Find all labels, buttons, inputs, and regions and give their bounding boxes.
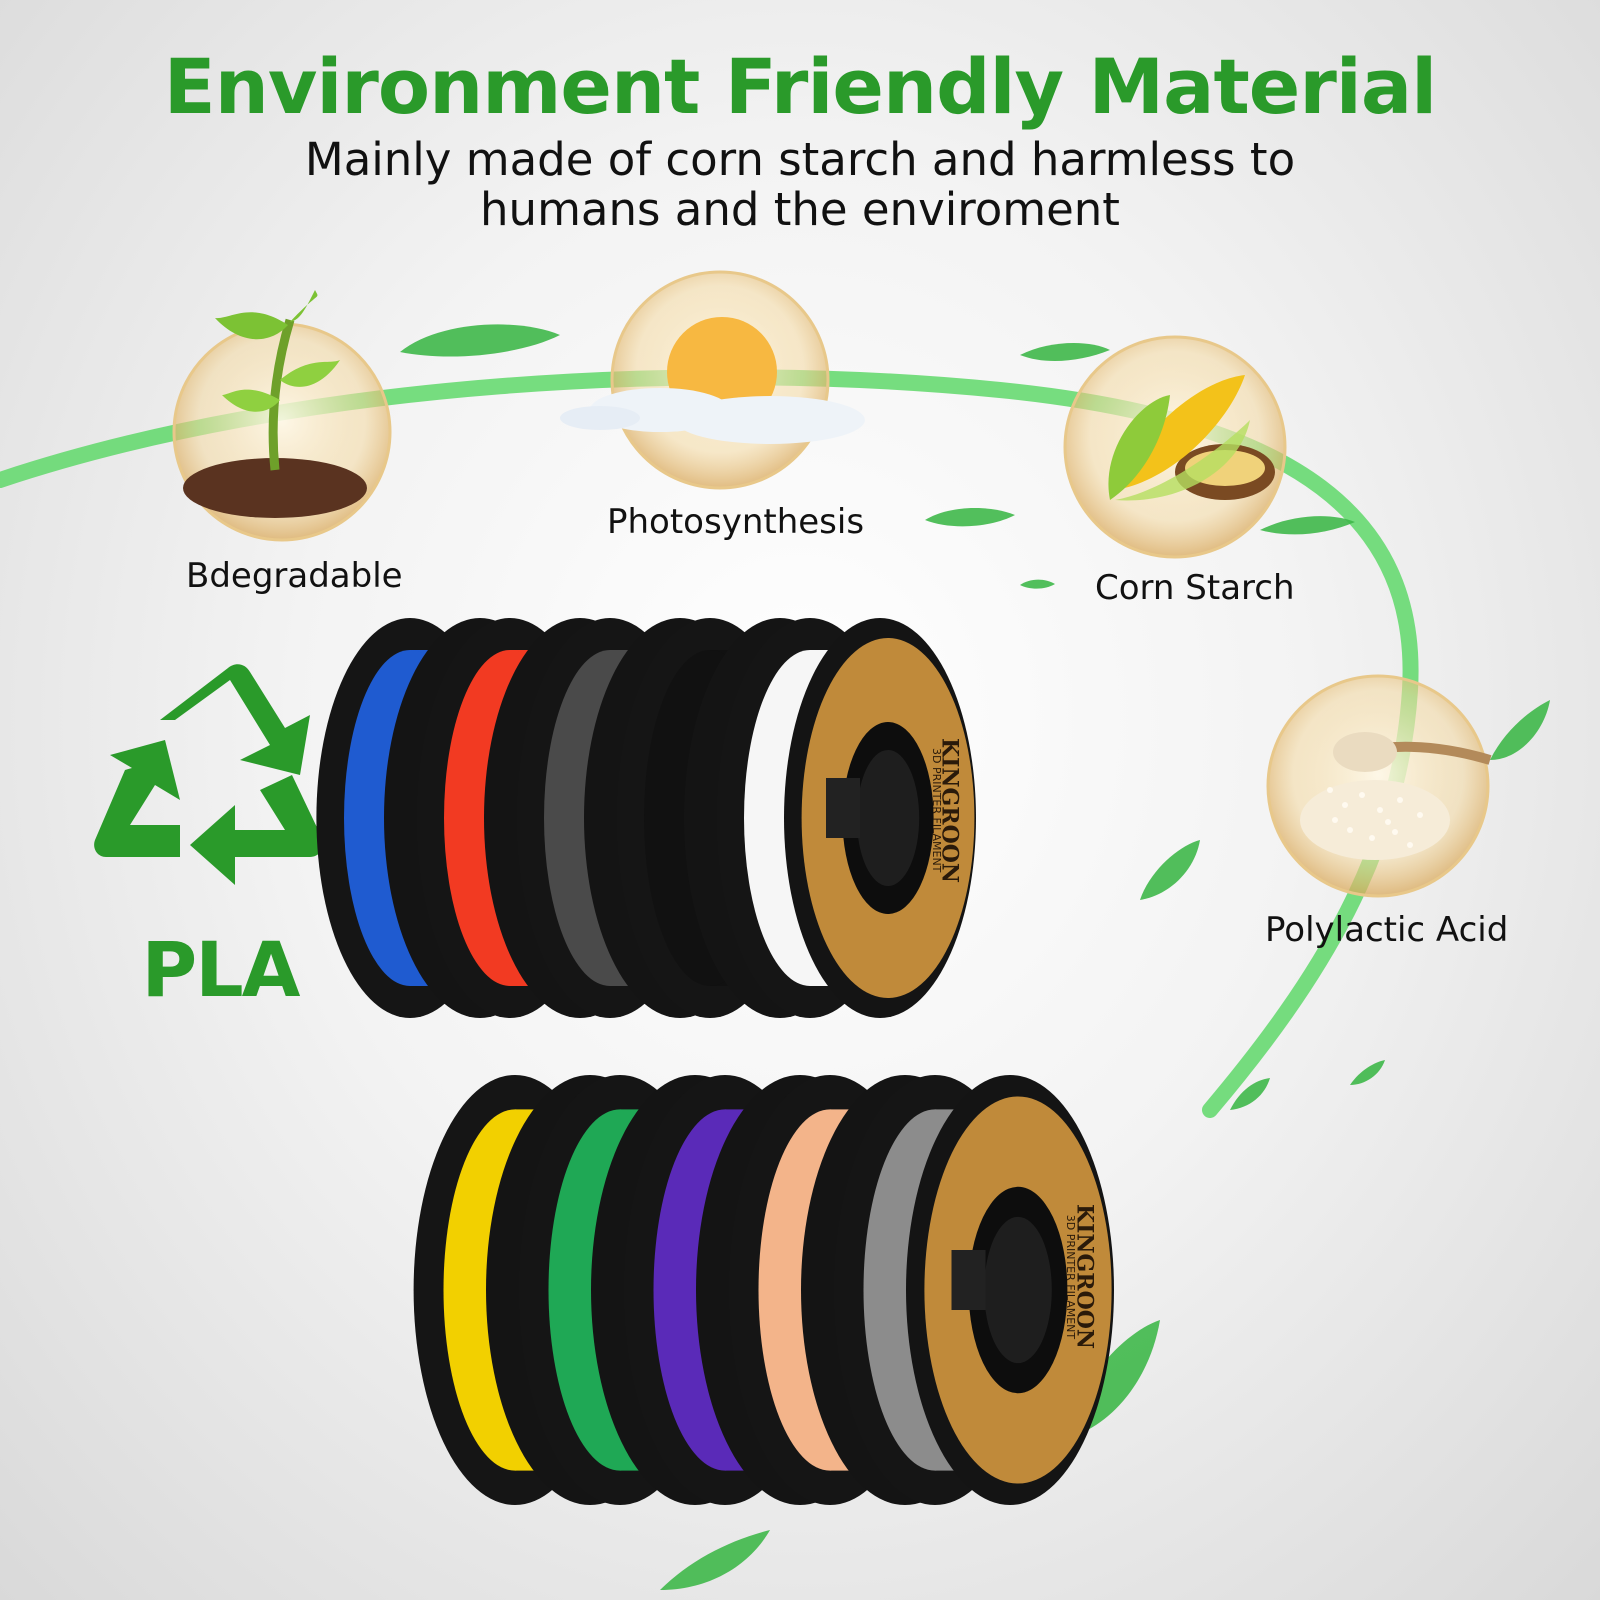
page-subtitle: Mainly made of corn starch and harmless …: [0, 135, 1600, 235]
brand-name: KINGROON: [1072, 1204, 1098, 1349]
leaf-icon: [1140, 840, 1200, 900]
feature-label-corn-starch: Corn Starch: [1095, 568, 1295, 608]
leaf-icon: [400, 324, 560, 357]
recycle-icon: [94, 664, 324, 885]
leaf-icon: [660, 1530, 770, 1590]
qr-code-icon: [826, 778, 860, 838]
sun-cloud-icon: [560, 270, 865, 490]
granules-icon: [1266, 674, 1492, 898]
sprout-icon: [172, 290, 392, 542]
page-title: Environment Friendly Material: [163, 42, 1437, 131]
leaf-icon: [1490, 700, 1550, 760]
leaf-icon: [1020, 579, 1055, 589]
subtitle-line-1: Mainly made of corn starch and harmless …: [304, 133, 1296, 186]
feature-label-photosynthesis: Photosynthesis: [607, 502, 865, 542]
brand-tagline: 3D PRINTER FILAMENT: [930, 748, 943, 873]
qr-code-icon: [951, 1250, 986, 1310]
leaf-icon: [1260, 516, 1355, 535]
subtitle-line-2: humans and the enviroment: [480, 183, 1120, 236]
feature-label-polylactic-acid: Polylactic Acid: [1265, 910, 1509, 950]
leaf-icon: [1020, 343, 1110, 362]
leaf-icon: [1230, 1078, 1270, 1110]
feature-label-biodegradable: Bdegradable: [186, 556, 403, 596]
brand-tagline: 3D PRINTER FILAMENT: [1064, 1215, 1077, 1340]
leaf-icon: [925, 508, 1015, 527]
leaf-icon: [1350, 1060, 1385, 1085]
corn-icon: [1063, 335, 1287, 559]
pla-badge-text: PLA: [141, 925, 301, 1014]
brand-name: KINGROON: [936, 738, 962, 883]
